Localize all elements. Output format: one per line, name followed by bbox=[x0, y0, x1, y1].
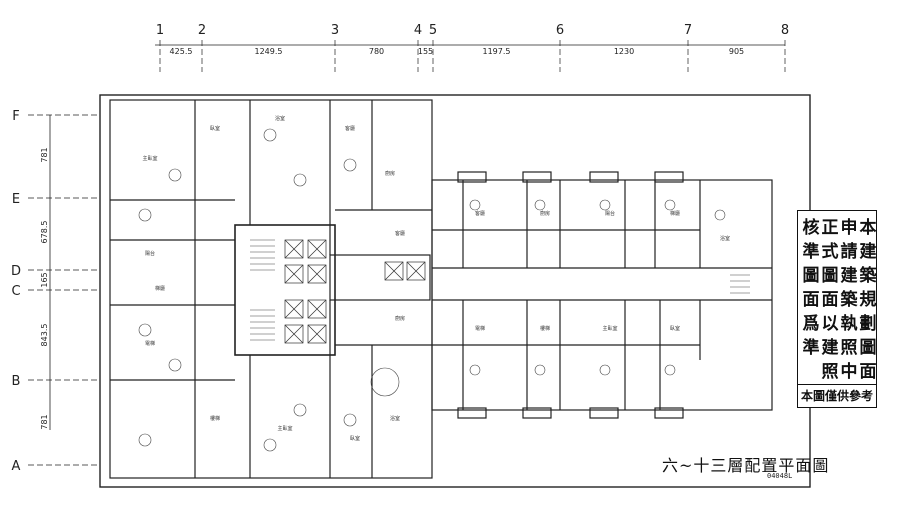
approval-stamp-char: 本 bbox=[859, 218, 877, 238]
room-label: 樓梯 bbox=[210, 415, 220, 422]
column-label-6: 6 bbox=[556, 23, 564, 38]
row-dimension: 781 bbox=[40, 147, 49, 162]
approval-stamp-char: 照 bbox=[840, 338, 858, 358]
approval-stamp-char: 面 bbox=[821, 290, 839, 310]
column-dimension: 155 bbox=[418, 47, 433, 56]
approval-stamp: 核正申本準式請建圖圖建築面面築規爲以執劃準建照圖照中面 本圖僅供參考 bbox=[797, 210, 877, 408]
room-label: 電梯 bbox=[145, 340, 155, 347]
column-label-5: 5 bbox=[429, 23, 437, 38]
stair-core bbox=[250, 239, 750, 341]
room-label: 客廳 bbox=[345, 125, 355, 132]
approval-stamp-char: 劃 bbox=[859, 314, 877, 334]
room-label: 主臥室 bbox=[602, 325, 617, 332]
column-dimension: 1230 bbox=[614, 47, 634, 56]
column-label-2: 2 bbox=[198, 23, 206, 38]
drawing-title: 六~十三層配置平面圖 bbox=[662, 456, 830, 475]
approval-stamp-char: 規 bbox=[859, 290, 877, 310]
column-dimension: 425.5 bbox=[170, 47, 193, 56]
approval-stamp-char bbox=[802, 361, 820, 383]
room-label: 主臥室 bbox=[142, 155, 157, 162]
approval-stamp-char: 建 bbox=[840, 266, 858, 286]
fixtures bbox=[138, 128, 726, 452]
column-dimension: 905 bbox=[729, 47, 744, 56]
room-label: 樓梯 bbox=[540, 325, 550, 332]
approval-stamp-char: 圖 bbox=[859, 338, 877, 358]
approval-stamp-char: 圖 bbox=[821, 266, 839, 286]
approval-stamp-char: 面 bbox=[859, 362, 877, 382]
approval-stamp-note: 本圖僅供參考 bbox=[798, 384, 876, 407]
elevator-shafts bbox=[284, 239, 426, 344]
approval-stamp-char: 中 bbox=[840, 362, 858, 382]
room-label: 臥室 bbox=[350, 435, 360, 442]
row-dimension: 843.5 bbox=[40, 324, 49, 347]
approval-stamp-char: 準 bbox=[802, 338, 820, 358]
room-label: 臥室 bbox=[670, 325, 680, 332]
approval-stamp-char: 核 bbox=[802, 218, 820, 238]
approval-stamp-char: 圖 bbox=[802, 266, 820, 286]
column-label-3: 3 bbox=[331, 23, 339, 38]
drawing-number: 04048L bbox=[767, 472, 793, 480]
column-label-1: 1 bbox=[156, 23, 164, 38]
approval-stamp-char: 照 bbox=[821, 362, 839, 382]
site-boundary bbox=[99, 94, 811, 488]
room-labels: 主臥室臥室浴室客廳廚房陽台梯廳電梯樓梯主臥室臥室浴室客廳廚房陽台梯廳電梯樓梯主臥… bbox=[142, 115, 730, 442]
room-label: 浴室 bbox=[720, 235, 730, 242]
row-dimension: 781 bbox=[40, 414, 49, 429]
row-label-E: E bbox=[12, 192, 20, 207]
column-dimension: 1249.5 bbox=[255, 47, 283, 56]
row-label-B: B bbox=[12, 374, 21, 389]
column-label-4: 4 bbox=[414, 23, 422, 38]
row-label-F: F bbox=[12, 109, 19, 124]
room-label: 梯廳 bbox=[155, 285, 165, 292]
column-label-7: 7 bbox=[684, 23, 692, 38]
column-label-8: 8 bbox=[781, 23, 789, 38]
room-label: 廚房 bbox=[540, 210, 550, 217]
column-dimension: 1197.5 bbox=[483, 47, 511, 56]
room-label: 電梯 bbox=[475, 325, 485, 332]
approval-stamp-char: 以 bbox=[821, 314, 839, 334]
row-dimension: 678.5 bbox=[40, 221, 49, 244]
approval-stamp-char: 執 bbox=[840, 314, 858, 334]
room-label: 廚房 bbox=[395, 315, 405, 322]
room-label: 梯廳 bbox=[670, 210, 680, 217]
approval-stamp-char: 爲 bbox=[802, 314, 820, 334]
column-dimension: 780 bbox=[369, 47, 384, 56]
building-walls bbox=[109, 99, 773, 479]
approval-stamp-char: 正 bbox=[821, 218, 839, 238]
room-label: 客廳 bbox=[395, 230, 405, 237]
row-label-A: A bbox=[12, 459, 21, 474]
row-dimension: 165 bbox=[40, 272, 49, 287]
room-label: 陽台 bbox=[605, 210, 615, 217]
approval-stamp-char: 築 bbox=[840, 290, 858, 310]
room-label: 浴室 bbox=[390, 415, 400, 422]
approval-stamp-char: 築 bbox=[859, 266, 877, 286]
approval-stamp-char: 準 bbox=[802, 242, 820, 262]
approval-stamp-text: 核正申本準式請建圖圖建築面面築規爲以執劃準建照圖照中面 bbox=[798, 211, 877, 383]
room-label: 浴室 bbox=[275, 115, 285, 122]
room-label: 客廳 bbox=[475, 210, 485, 217]
room-label: 廚房 bbox=[385, 170, 395, 177]
row-grid-lines: F E DC B A 781 678.5 165 843.5 781 bbox=[11, 109, 100, 474]
approval-stamp-char: 建 bbox=[859, 242, 877, 262]
approval-stamp-char: 申 bbox=[840, 218, 858, 238]
approval-stamp-char: 請 bbox=[840, 242, 858, 262]
room-label: 陽台 bbox=[145, 250, 155, 257]
row-label-D: D bbox=[11, 264, 21, 279]
room-label: 主臥室 bbox=[277, 425, 292, 432]
approval-stamp-char: 建 bbox=[821, 338, 839, 358]
row-label-C: C bbox=[11, 284, 20, 299]
room-label: 臥室 bbox=[210, 125, 220, 132]
approval-stamp-char: 式 bbox=[821, 242, 839, 262]
approval-stamp-char: 面 bbox=[802, 290, 820, 310]
